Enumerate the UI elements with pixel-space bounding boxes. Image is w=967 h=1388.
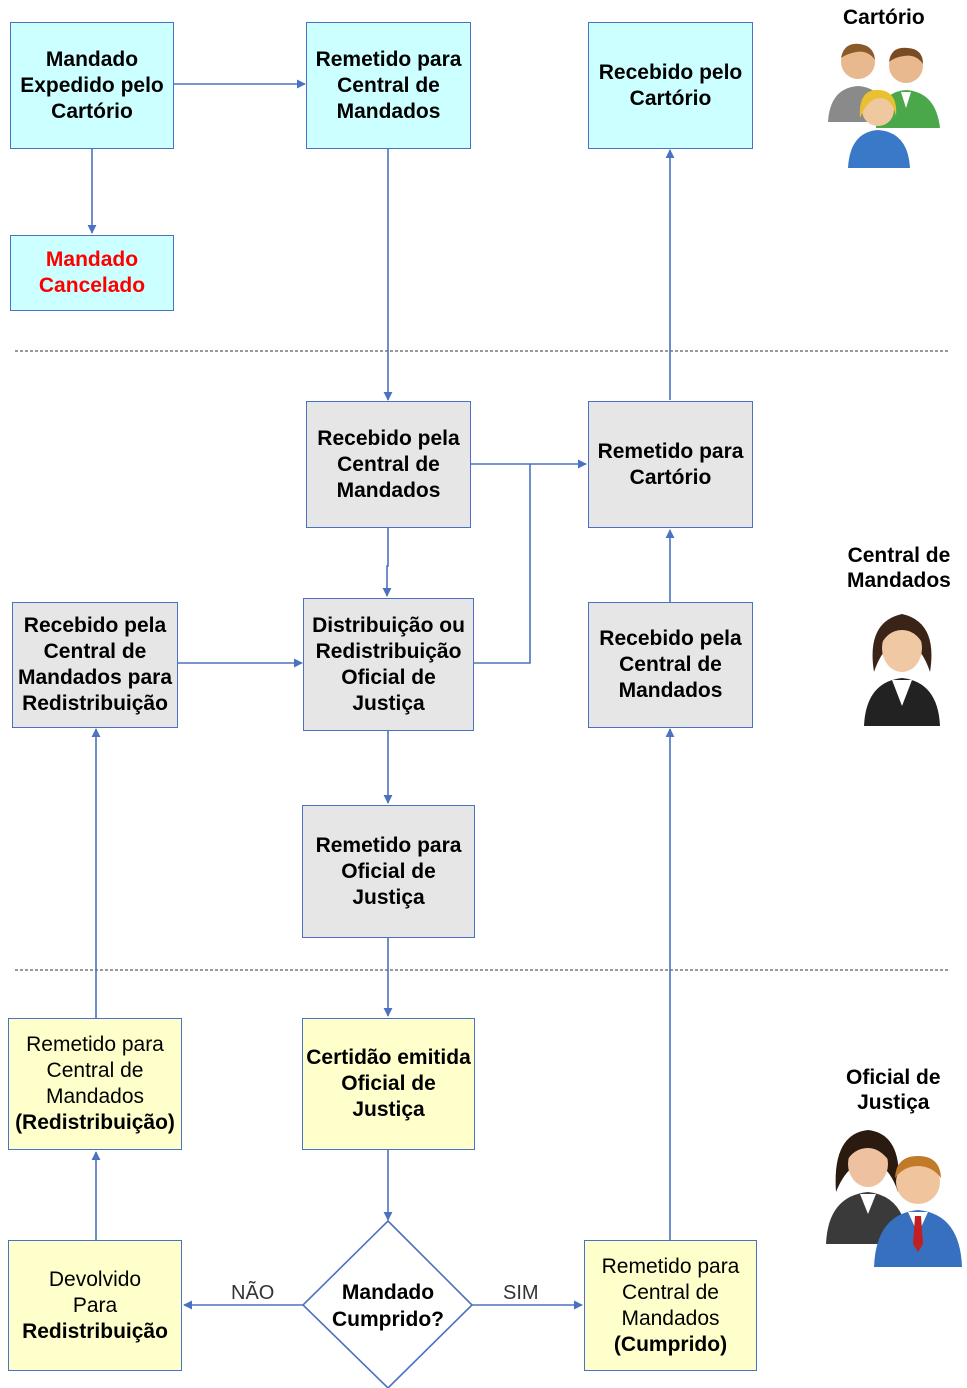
decision-diamond [301,1219,474,1388]
businesswoman-icon [864,614,940,726]
edge-label-yes: SIM [503,1282,539,1304]
connector [473,464,531,664]
people-group-icon [828,43,940,168]
couple-icon [826,1130,962,1267]
lane-label-cartorio: Cartório [843,6,925,29]
connector [382,528,392,597]
edge-label-no: NÃO [231,1282,275,1304]
